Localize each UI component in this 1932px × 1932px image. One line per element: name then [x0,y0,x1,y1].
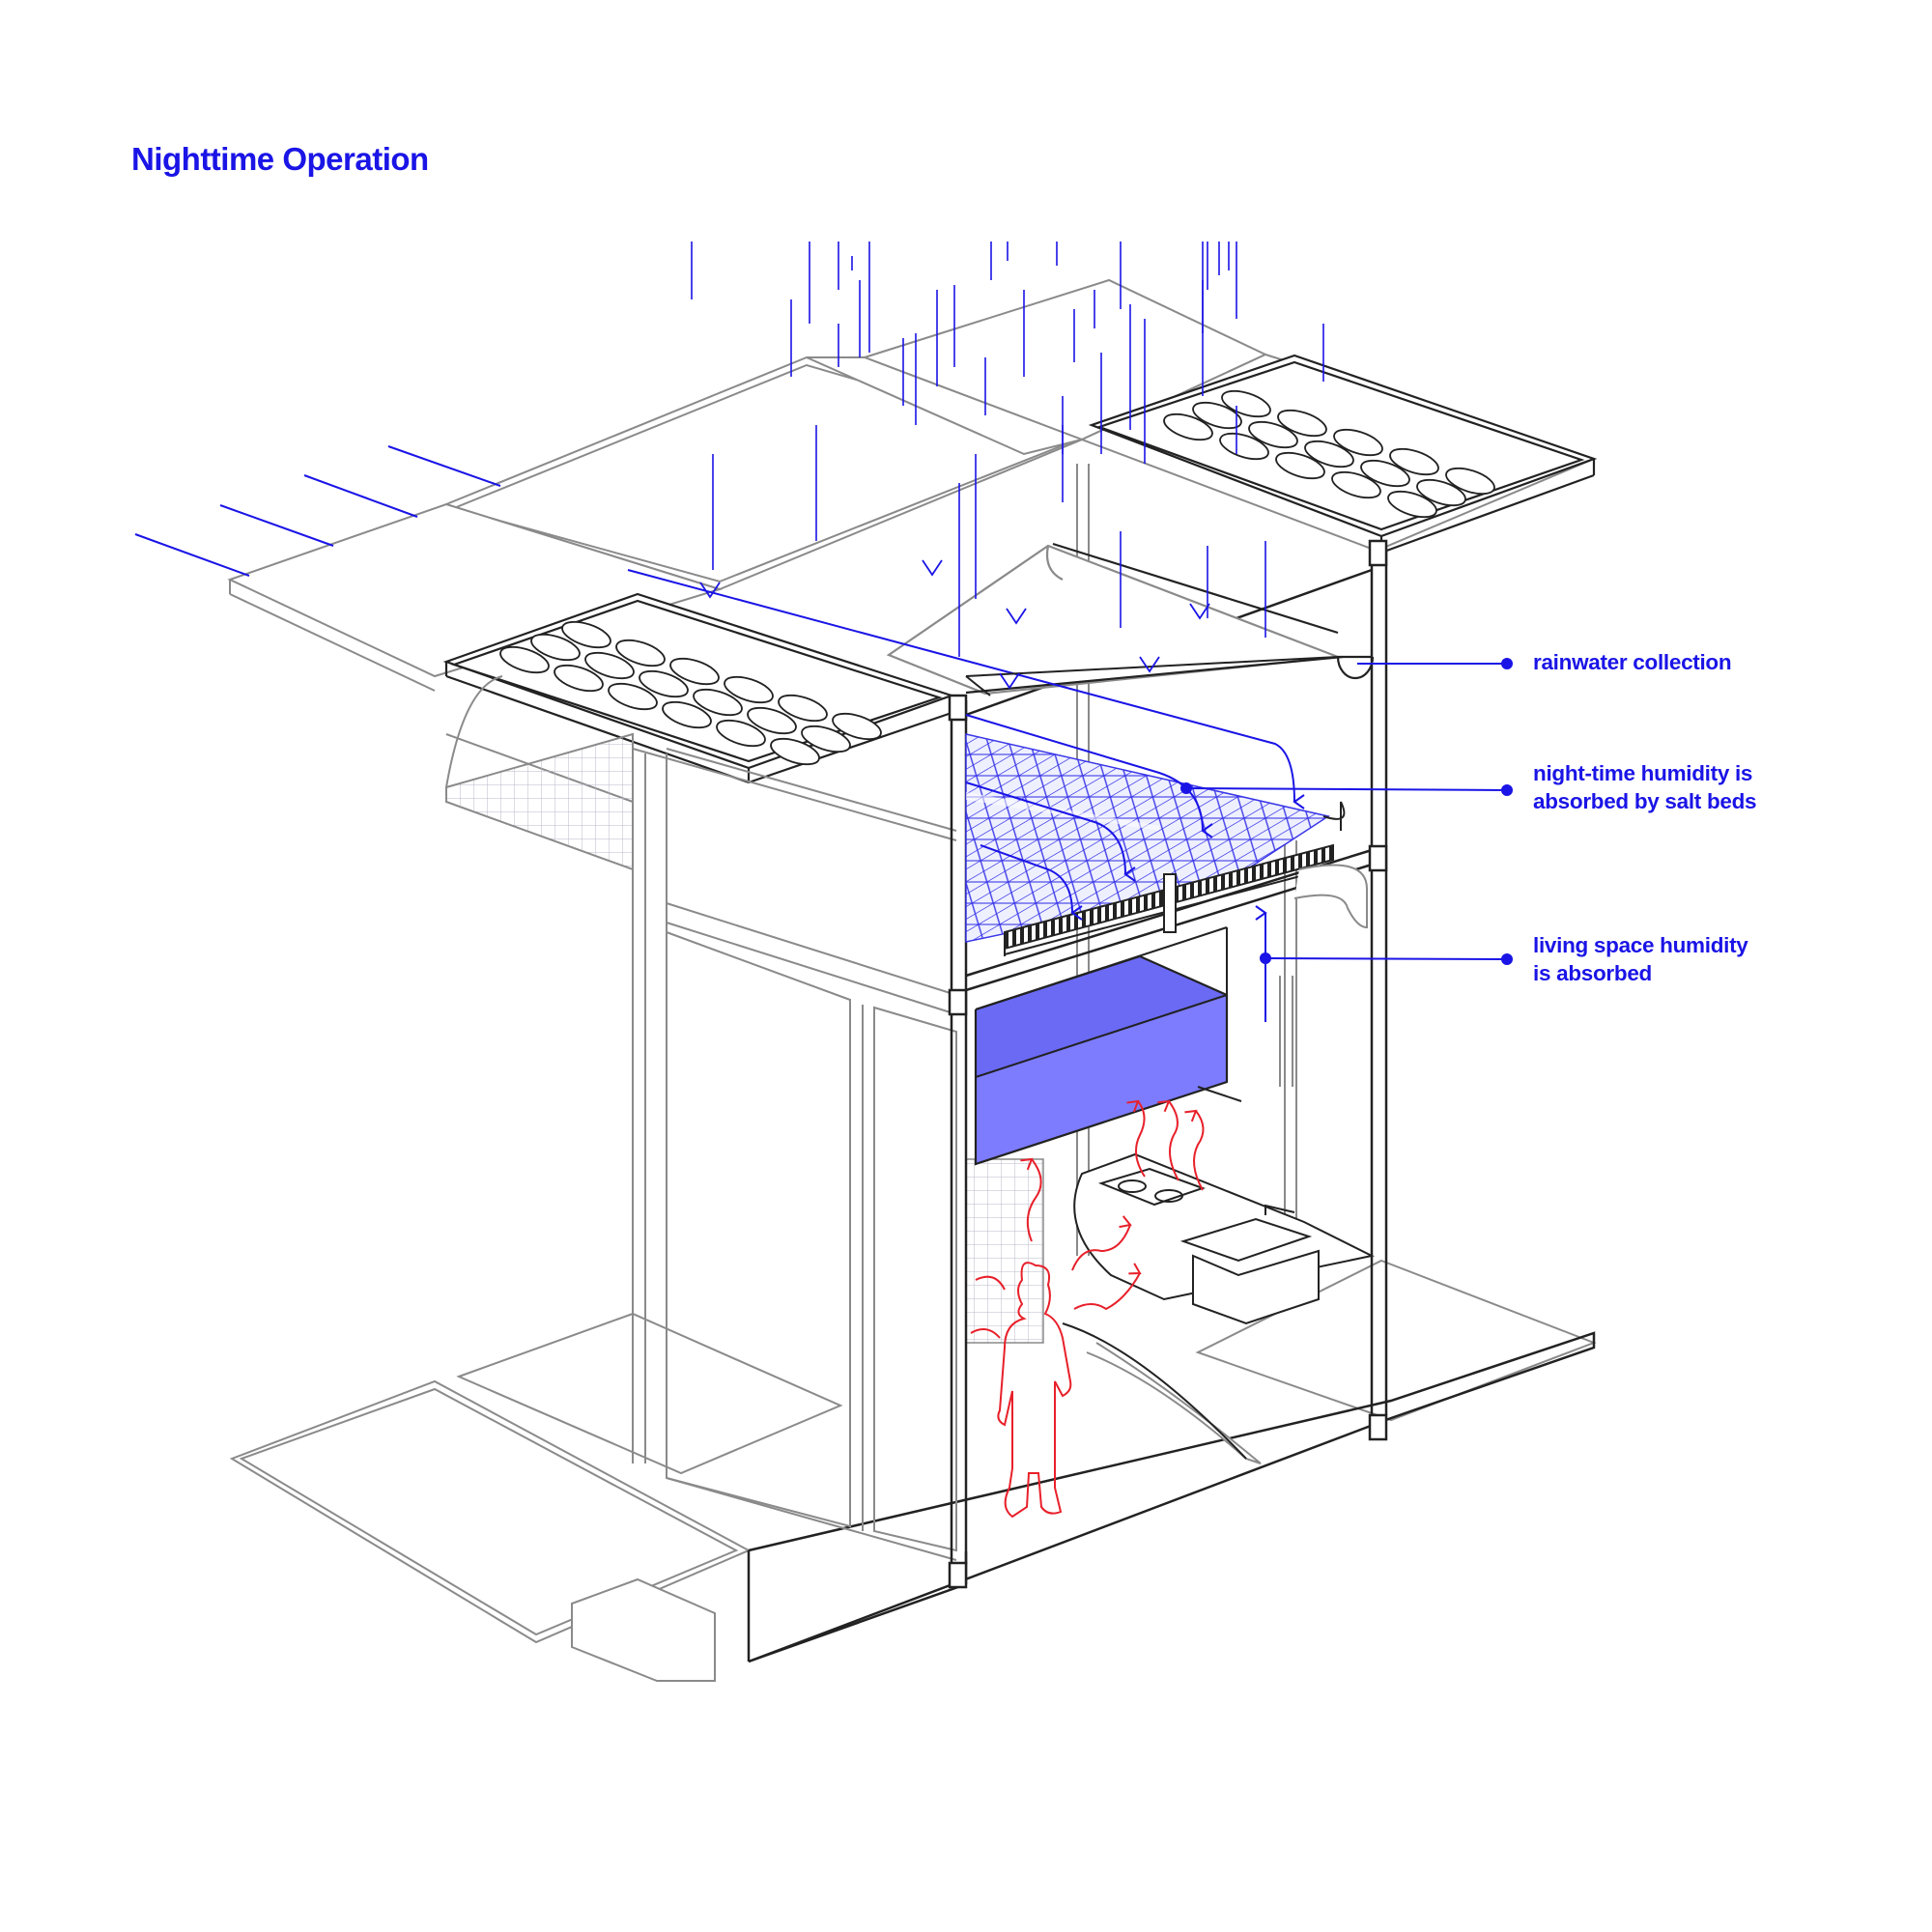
solar-cell [530,633,581,662]
rain-streaks [691,242,1324,657]
solar-cell [1387,490,1437,519]
callout-salt-beds-line-1: night-time humidity is [1533,761,1753,785]
rainwater-gutter [886,542,1375,696]
solar-cell [1248,420,1298,449]
leader-salt-beds-origin [1180,782,1192,794]
heat-arrows [970,1099,1205,1339]
callout-rainwater-text: rainwater collection [1533,648,1732,676]
callout-rainwater-line-1: rainwater collection [1533,650,1732,674]
roof-droplets [699,559,1210,690]
mesh-back-wall [965,1158,1044,1344]
solar-cells-front [499,620,882,766]
leader-living-space-origin [1260,952,1271,964]
leader-salt-beds [1185,787,1508,791]
solar-cell [1445,467,1495,496]
leader-living-space [1264,957,1508,960]
solar-cell [584,651,635,680]
solar-cell [693,688,743,717]
leader-living-space-dot [1501,953,1513,965]
solar-cell [1277,409,1327,438]
breeze-lines [134,445,501,577]
solar-cell [1163,412,1213,441]
solar-cell [1221,389,1271,418]
solar-cell [778,694,828,723]
callout-salt-beds-text: night-time humidity is absorbed by salt … [1533,759,1757,815]
callout-salt-beds-line-2: absorbed by salt beds [1533,789,1757,813]
person-silhouette [997,1262,1072,1519]
diagram-title: Nighttime Operation [131,141,429,177]
solar-cell [1333,428,1383,457]
solar-cell [561,620,611,649]
solar-cell [801,724,851,753]
solar-cell [499,645,550,674]
solar-cell [724,675,774,704]
floor-platforms [229,1259,1597,1682]
solar-cell [1219,432,1269,461]
solar-cell [1304,440,1354,469]
solar-cell [1389,447,1439,476]
callout-leaders [1180,658,1513,965]
callout-living-space-text: living space humidity is absorbed [1533,931,1748,987]
leader-salt-beds-dot [1501,784,1513,796]
solar-cell [832,712,882,741]
solar-cells-back [1163,389,1495,519]
leader-rainwater-dot [1501,658,1513,669]
solar-cell [639,669,689,698]
callout-living-space-line-1: living space humidity [1533,933,1748,957]
solar-cell [608,682,658,711]
solar-cell [1275,451,1325,480]
solar-cell [1331,470,1381,499]
solar-cell [554,664,604,693]
solar-cell [770,737,820,766]
solar-cell [716,719,766,748]
salt-beds [965,733,1368,1087]
mesh-enclosure [445,675,634,871]
humidity-absorber-unit [974,926,1242,1166]
solar-cell [1416,478,1466,507]
solar-cell [1192,401,1242,430]
solar-cell [747,706,797,735]
solar-cell [1360,459,1410,488]
solar-cell [662,700,712,729]
kitchen-counter [1062,1152,1376,1464]
callout-living-space-line-2: is absorbed [1533,961,1652,985]
solar-cell [669,657,720,686]
solar-cell [615,639,666,668]
